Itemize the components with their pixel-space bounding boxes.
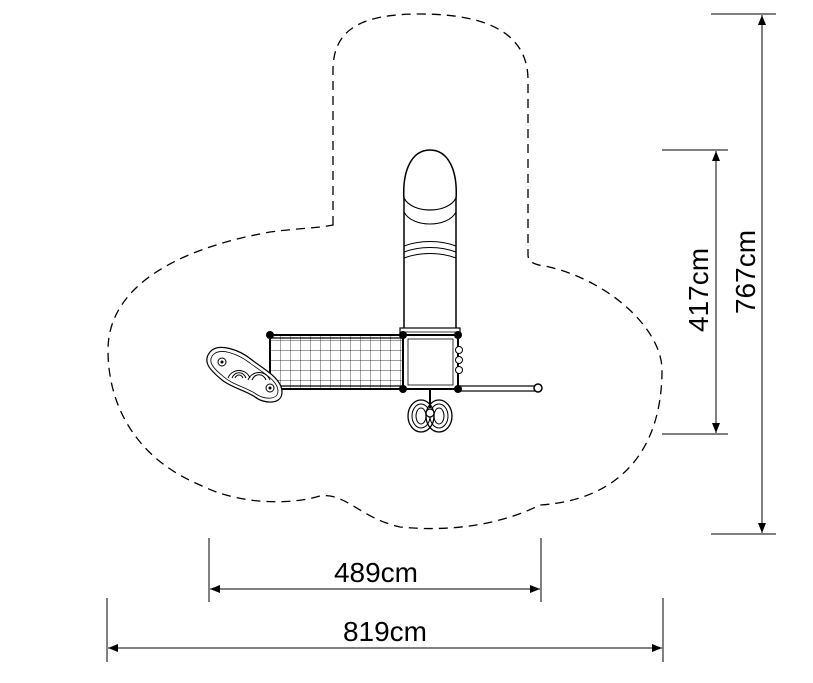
slide	[399, 149, 461, 337]
dimension-inner-width: 489cm	[208, 538, 542, 602]
dimension-label-inner-width: 489cm	[334, 557, 418, 588]
dimension-total-height: 767cm	[711, 13, 776, 535]
dimension-label-total-height: 767cm	[730, 230, 761, 314]
climbing-net	[269, 334, 404, 390]
side-rail	[457, 383, 543, 393]
dimension-label-total-width: 819cm	[343, 616, 427, 647]
dimension-inner-height: 417cm	[662, 149, 728, 435]
climbing-holds	[455, 346, 463, 374]
safety-zone-outline	[107, 13, 663, 530]
dimension-total-width: 819cm	[106, 598, 664, 662]
platform-tower	[402, 334, 463, 390]
stepping-element	[206, 346, 283, 403]
slide-chute	[403, 149, 457, 331]
dimension-label-inner-height: 417cm	[683, 248, 714, 332]
swing-disc	[407, 389, 453, 433]
